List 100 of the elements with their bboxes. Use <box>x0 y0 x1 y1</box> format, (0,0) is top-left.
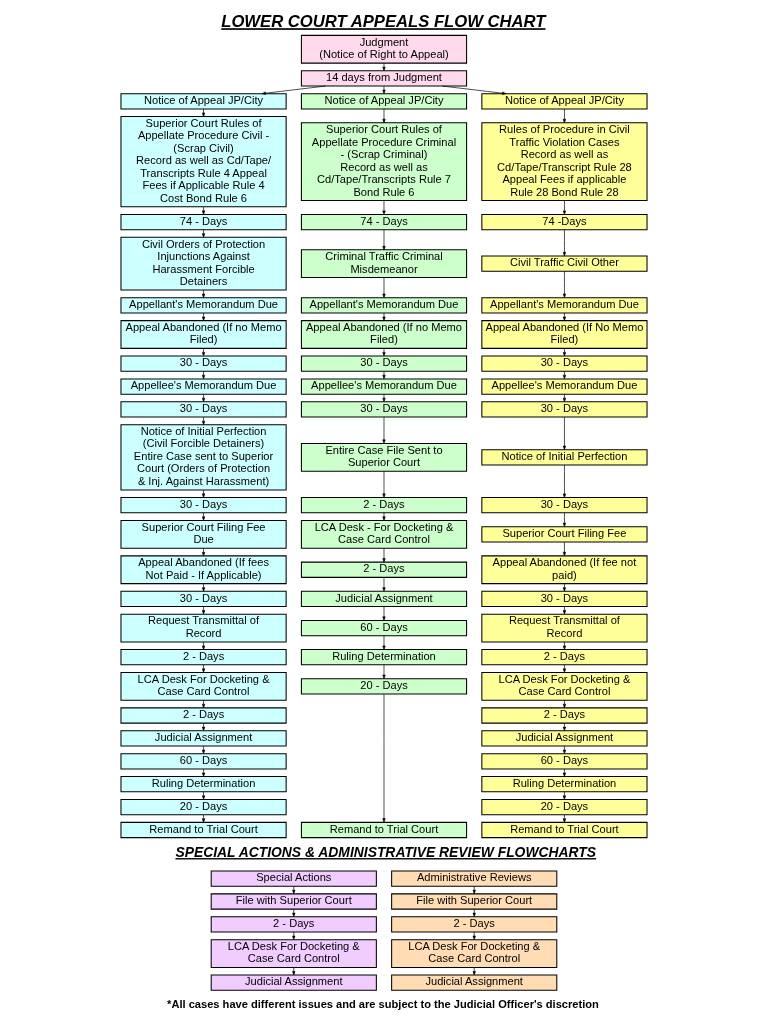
arrow <box>202 664 206 673</box>
arrow <box>562 464 566 498</box>
arrow <box>382 576 386 591</box>
node-box: Appeal Abandoned (If no Memo Filed) <box>120 319 287 349</box>
node-box: Judgment (Notice of Right to Appeal) <box>300 34 468 64</box>
arrow <box>382 370 386 379</box>
arrow <box>562 605 566 614</box>
arrow <box>202 641 206 650</box>
arrow <box>562 814 566 823</box>
node-box: Judicial Assignment <box>120 729 287 747</box>
arrow <box>292 966 296 975</box>
node-box: Remand to Trial Court <box>120 821 287 838</box>
node-box: Ruling Determination <box>481 775 648 792</box>
node-box: Appellee's Memorandum Due <box>120 377 287 395</box>
arrow <box>382 276 386 298</box>
node-box: LCA Desk - For Docketing & Case Card Control <box>300 519 468 549</box>
arrow <box>202 489 206 498</box>
arrow <box>382 605 386 621</box>
arrow <box>382 664 386 679</box>
label: SPECIAL ACTIONS & ADMINISTRATIVE REVIEW FLOWCHARTS <box>175 843 597 860</box>
arrow <box>562 664 566 673</box>
node-box: 20 - Days <box>300 677 468 694</box>
node-box: 2 - Days <box>210 915 377 933</box>
diagram-title: LOWER COURT APPEALS FLOW CHART <box>221 11 546 31</box>
node-box: 74 -Days <box>481 213 648 230</box>
node-box: Appeal Abandoned (If fees Not Paid - If Applicable) <box>120 554 287 584</box>
arrow <box>292 931 296 940</box>
node-box: 30 - Days <box>120 355 287 372</box>
arrow <box>202 605 206 614</box>
node-box: Superior Court Rules of Appellate Procedure Civil - (Scrap Civil) Record as well as Cd/Tape/ Transcripts Rule 4 Appeal Fees if Applicable Rule 4 Cost Bond Rule 6 <box>120 115 287 207</box>
node-box: File with Superior Court <box>210 892 377 910</box>
node-box: 30 - Days <box>300 400 468 418</box>
node-box: Appellant's Memorandum Due <box>300 296 468 313</box>
arrow <box>382 634 386 650</box>
node-box: 30 - Days <box>481 590 648 607</box>
node-box: Appellant's Memorandum Due <box>120 296 287 313</box>
node-box: LCA Desk For Docketing & Case Card Control <box>120 671 287 701</box>
arrow <box>202 108 206 117</box>
node-box: Superior Court Filing Fee <box>481 525 648 542</box>
node-box: LCA Desk For Docketing & Case Card Control <box>210 938 377 968</box>
arrow <box>202 722 206 731</box>
node-box: 2 - Days <box>300 561 468 578</box>
node-box: 2 - Days <box>481 706 648 724</box>
node-box: 2 - Days <box>481 648 648 665</box>
node-box: Ruling Determination <box>300 648 468 665</box>
arrow <box>442 85 507 95</box>
arrow <box>202 228 206 237</box>
arrow <box>472 966 476 975</box>
arrow <box>292 885 296 894</box>
arrow <box>472 885 476 894</box>
arrow <box>202 699 206 708</box>
node-box: Appeal Abandoned (If no Memo Filed) <box>300 319 468 349</box>
node-box: Superior Court Filing Fee Due <box>120 519 287 549</box>
node-box: Request Transmittal of Record <box>481 613 648 642</box>
node-box: Appellee's Memorandum Due <box>481 377 648 395</box>
arrow <box>202 814 206 823</box>
node-box: Appeal Abandoned (If No Memo Filed) <box>481 319 648 349</box>
arrow <box>202 512 206 521</box>
node-box: 30 - Days <box>300 355 468 372</box>
arrow <box>382 693 386 822</box>
node-box: 2 - Days <box>391 915 558 933</box>
node-box: Judicial Assignment <box>210 974 377 991</box>
node-box: 30 - Days <box>120 590 287 607</box>
arrow <box>562 347 566 356</box>
node-box: Special Actions <box>210 869 377 887</box>
arrow <box>562 699 566 708</box>
arrow <box>382 416 386 444</box>
node-box: LCA Desk For Docketing & Case Card Control <box>481 671 648 701</box>
node-box: Administrative Reviews <box>391 869 558 887</box>
arrow <box>202 745 206 754</box>
node-box: 30 - Days <box>481 400 648 418</box>
arrow <box>261 85 326 95</box>
arrow <box>202 289 206 298</box>
arrow <box>202 791 206 800</box>
node-box: 20 - Days <box>120 798 287 815</box>
node-box: Appellee's Memorandum Due <box>300 377 468 395</box>
arrow <box>562 199 566 215</box>
node-box: Remand to Trial Court <box>300 821 468 838</box>
arrow <box>562 512 566 527</box>
arrow <box>562 393 566 402</box>
node-box: 60 - Days <box>481 752 648 769</box>
node-box: Rules of Procedure in Civil Traffic Violation Cases Record as well as Cd/Tape/Transcript Rule 28 Appeal Fees if applicable Rule 28 Bond Rule 28 <box>481 121 648 201</box>
arrow <box>562 541 566 556</box>
node-box: 30 - Days <box>120 496 287 513</box>
arrow <box>562 416 566 450</box>
arrow <box>562 108 566 123</box>
node-box: Notice of Appeal JP/City <box>300 92 468 109</box>
node-box: 30 - Days <box>481 355 648 372</box>
node-box: Superior Court Rules of Appellate Procedure Criminal - (Scrap Criminal) Record as well as Cd/Tape/Transcripts Rule 7 Bond Rule 6 <box>300 121 468 201</box>
node-box: Civil Traffic Civil Other <box>481 255 648 272</box>
node-box: Judicial Assignment <box>391 974 558 991</box>
arrow <box>202 547 206 556</box>
arrow <box>562 641 566 650</box>
node-box: 60 - Days <box>300 619 468 636</box>
node-box: 20 - Days <box>481 798 648 815</box>
node-box: Request Transmittal of Record <box>120 613 287 642</box>
arrow <box>382 312 386 321</box>
node-box: 2 - Days <box>120 706 287 724</box>
arrow <box>202 768 206 777</box>
arrow <box>382 108 386 123</box>
